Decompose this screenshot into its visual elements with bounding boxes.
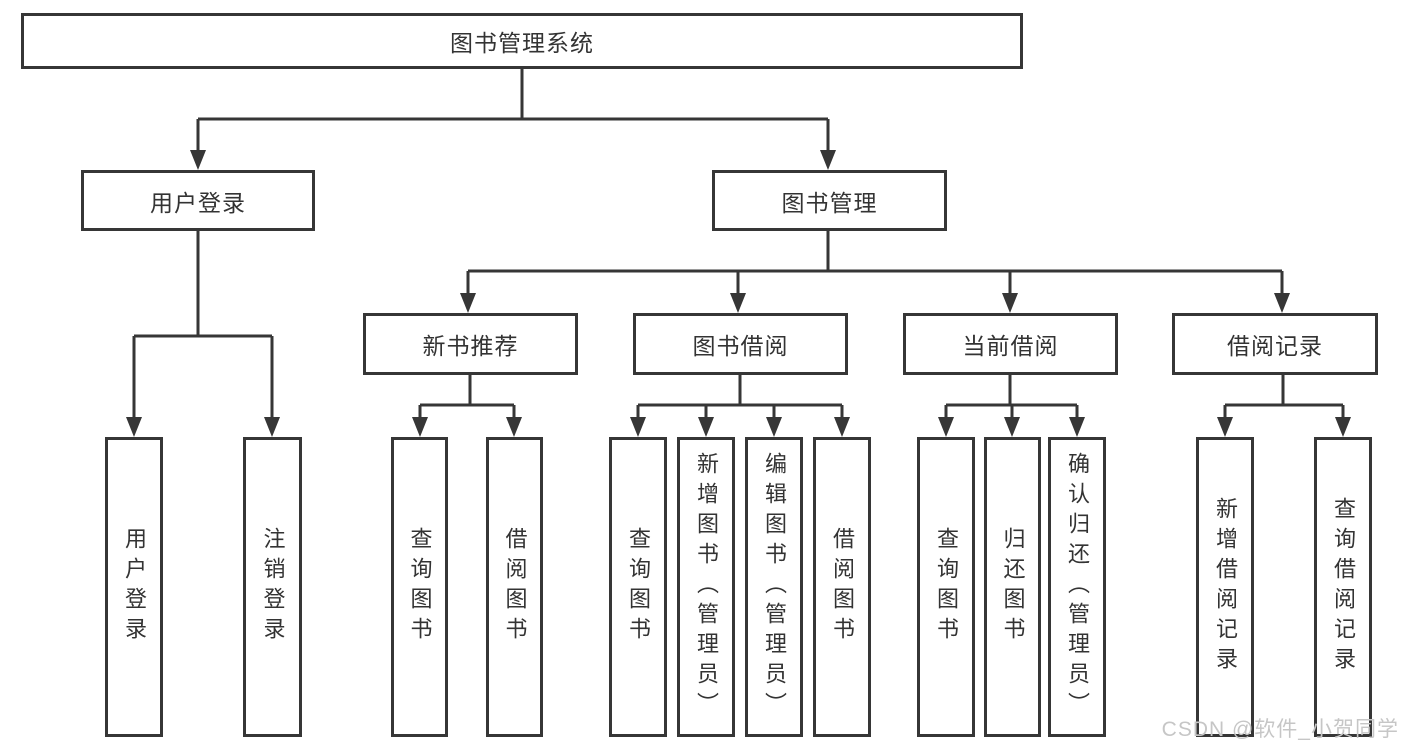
leaf-bb-add-book-admin: 新增图书（管理员） — [677, 437, 735, 737]
node-new-book-recommend: 新书推荐 — [363, 313, 578, 375]
node-new-book-recommend-label: 新书推荐 — [422, 333, 519, 359]
node-current-borrow-label: 当前借阅 — [962, 333, 1059, 359]
node-book-management: 图书管理 — [712, 170, 947, 231]
leaf-bb-query-books: 查询图书 — [609, 437, 667, 737]
node-user-login-label: 用户登录 — [150, 189, 246, 216]
leaf-nb-borrow-books-label: 借阅图书 — [502, 527, 528, 647]
leaf-cb-query-books: 查询图书 — [917, 437, 975, 737]
leaf-nb-query-books: 查询图书 — [391, 437, 448, 737]
node-book-management-label: 图书管理 — [781, 189, 878, 216]
node-root: 图书管理系统 — [21, 13, 1023, 69]
leaf-br-add-record: 新增借阅记录 — [1196, 437, 1254, 737]
leaf-br-query-record-label: 查询借阅记录 — [1331, 497, 1356, 677]
leaf-cb-query-books-label: 查询图书 — [934, 527, 959, 647]
leaf-bb-add-book-admin-label: 新增图书（管理员） — [694, 452, 719, 722]
leaf-br-query-record: 查询借阅记录 — [1314, 437, 1372, 737]
watermark: CSDN @软件_小贺同学 — [1161, 718, 1399, 741]
leaf-user-login: 用户登录 — [105, 437, 163, 737]
leaf-nb-query-books-label: 查询图书 — [407, 527, 433, 647]
leaf-cb-confirm-return-admin-label: 确认归还（管理员） — [1065, 452, 1090, 722]
leaf-user-login-label: 用户登录 — [122, 527, 147, 647]
leaf-logout-label: 注销登录 — [260, 527, 286, 647]
node-current-borrow: 当前借阅 — [903, 313, 1118, 375]
leaf-bb-edit-book-admin-label: 编辑图书（管理员） — [762, 452, 787, 722]
node-book-borrow: 图书借阅 — [633, 313, 848, 375]
leaf-nb-borrow-books: 借阅图书 — [486, 437, 543, 737]
node-root-label: 图书管理系统 — [450, 30, 594, 56]
node-book-borrow-label: 图书借阅 — [692, 333, 789, 359]
node-user-login: 用户登录 — [81, 170, 315, 231]
leaf-cb-return-book-label: 归还图书 — [1000, 527, 1026, 647]
leaf-cb-confirm-return-admin: 确认归还（管理员） — [1048, 437, 1106, 737]
leaf-bb-edit-book-admin: 编辑图书（管理员） — [745, 437, 803, 737]
leaf-bb-query-books-label: 查询图书 — [626, 527, 651, 647]
leaf-br-add-record-label: 新增借阅记录 — [1213, 497, 1238, 677]
node-borrow-records: 借阅记录 — [1172, 313, 1378, 375]
node-borrow-records-label: 借阅记录 — [1227, 333, 1323, 359]
leaf-cb-return-book: 归还图书 — [984, 437, 1041, 737]
leaf-bb-borrow-books: 借阅图书 — [813, 437, 871, 737]
leaf-logout: 注销登录 — [243, 437, 302, 737]
leaf-bb-borrow-books-label: 借阅图书 — [830, 527, 855, 647]
